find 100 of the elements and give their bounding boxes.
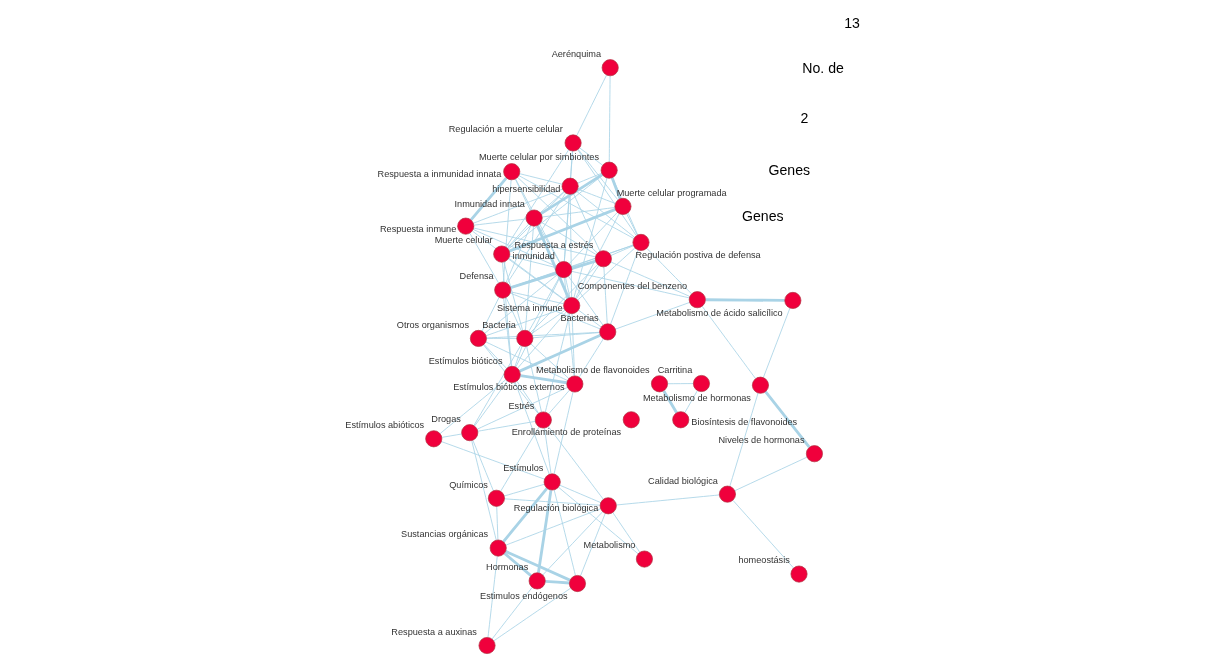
connector (645, 247, 692, 295)
node-circle (613, 197, 631, 215)
connector (563, 194, 570, 262)
node-label: Inmunidad innata (454, 199, 525, 210)
connector (540, 221, 597, 256)
connector (469, 177, 507, 221)
connector (503, 552, 532, 577)
connector (487, 555, 498, 638)
label: Genes (741, 208, 784, 225)
connector (468, 232, 499, 284)
connector (505, 508, 601, 546)
connector (539, 191, 564, 213)
node-circle (489, 539, 507, 557)
connector (503, 483, 545, 497)
node-circle (554, 261, 572, 279)
node-label: Estímulos abióticos (344, 420, 424, 431)
node-label: Muerte celular (434, 235, 493, 246)
node-circle (783, 291, 801, 309)
node-label: Biosíntesis de flavonoides (690, 417, 797, 428)
node-circle (478, 637, 495, 654)
connector (514, 345, 522, 368)
connector (507, 174, 603, 250)
connector (514, 178, 531, 212)
node-circle (515, 329, 533, 347)
node-circle (502, 163, 520, 181)
connector (509, 292, 601, 330)
connector (495, 506, 498, 541)
node-circle (534, 411, 552, 429)
connector (509, 259, 596, 289)
connector (516, 176, 598, 254)
node-label: Muerte celular programada (616, 187, 727, 198)
connector (537, 224, 560, 263)
connector (579, 513, 606, 577)
node-label: Sistema inmune (496, 303, 563, 314)
node-label: Metabolismo de hormonas (642, 392, 751, 403)
node-circle (790, 565, 807, 583)
connector (572, 177, 607, 299)
connector (614, 302, 690, 330)
node-label: Defensa (459, 271, 494, 282)
connector (502, 297, 512, 367)
node-label: inmunidad (512, 250, 555, 261)
connector (440, 420, 536, 438)
connector (728, 392, 758, 487)
connector (501, 487, 548, 543)
connector (602, 266, 608, 325)
node-label: Carritina (657, 364, 692, 375)
connector (482, 344, 539, 414)
connector (547, 426, 604, 500)
connector (472, 345, 521, 426)
connector (505, 297, 522, 332)
connector (576, 247, 635, 301)
connector (527, 276, 560, 332)
connector (509, 244, 634, 288)
node-circle (718, 485, 736, 503)
connector (543, 427, 551, 475)
connector (611, 512, 640, 553)
node-label: Hormonas (485, 562, 528, 573)
node-circle (805, 445, 823, 463)
node-label: Estimulos endógenos (479, 590, 568, 601)
node-label: Estímulos bióticos (428, 355, 503, 366)
connector (733, 456, 807, 492)
node-circle (528, 572, 546, 590)
connector (611, 177, 638, 236)
node-circle (688, 291, 706, 309)
node-label: Muerte celular por simbiontes (478, 151, 599, 162)
node-label: Estímulos bióticos externos (452, 381, 565, 392)
connector (491, 587, 532, 640)
connector (472, 218, 526, 226)
node-label: Regulación a muerte celular (448, 124, 563, 135)
connector (610, 177, 621, 200)
node-label: Enrollamiento de proteínas (511, 427, 621, 438)
connector (571, 313, 575, 377)
node-circle (671, 411, 689, 429)
connector (570, 244, 634, 268)
node-circle (469, 329, 487, 347)
connector (701, 305, 756, 379)
connector (472, 188, 563, 224)
connector (503, 261, 523, 331)
connector (506, 191, 565, 249)
node-label: Respuesta inmune (379, 223, 456, 234)
connector (568, 211, 618, 264)
connector (515, 380, 539, 414)
node-circle (598, 323, 616, 341)
connector (505, 225, 531, 283)
node-label: Calidad biológica (647, 475, 718, 486)
node-label: Regulación biológica (513, 503, 598, 514)
node-label: homeostásis (737, 555, 790, 566)
node-circle (599, 497, 617, 515)
connector (558, 484, 601, 503)
connector (483, 344, 507, 369)
node-circle (594, 250, 612, 268)
connector (577, 188, 616, 204)
connector (574, 213, 620, 299)
connector (539, 173, 603, 215)
connector (506, 192, 566, 284)
node-circle (692, 375, 710, 392)
node-label: Sustancias orgánicas (400, 529, 488, 540)
node-label: Regulación postiva de defensa (635, 249, 761, 260)
connector (544, 580, 569, 585)
node-circle (635, 550, 653, 568)
